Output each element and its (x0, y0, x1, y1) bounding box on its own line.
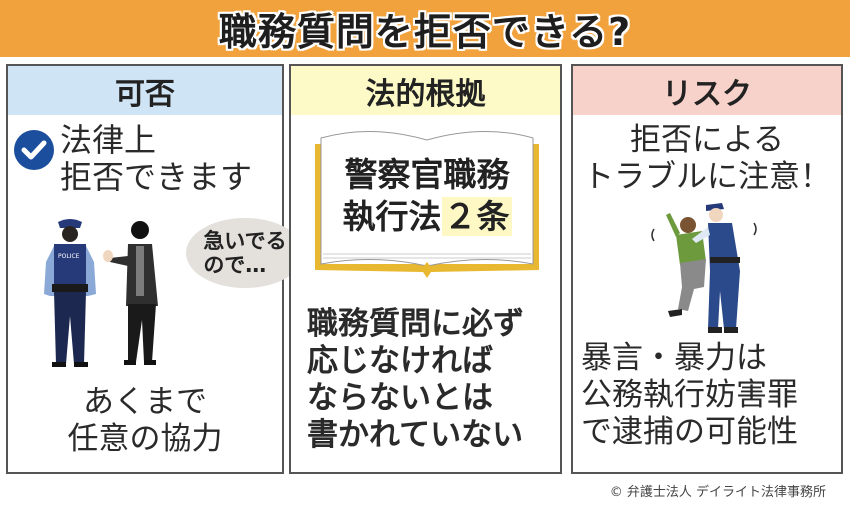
panel-heading: リスク (573, 66, 841, 115)
svg-text:POLICE: POLICE (58, 253, 80, 260)
consequence-text: 暴言・暴力は 公務執行妨害罪 で逮捕の可能性 (581, 340, 798, 451)
police-and-man-illustration: POLICE 急いでる ので… (36, 216, 304, 376)
warning-line: 拒否による (629, 122, 785, 158)
panel-risk: リスク 拒否による トラブルに注意！ 暴言・暴力は 公務執行妨害罪 で逮捕の可能… (571, 64, 843, 474)
open-book-illustration: 警察官職務 執行法２条 (311, 126, 543, 281)
body-text: 職務質問に必ず 応じなければ ならないとは 書かれていない (307, 306, 524, 454)
panel-legal-basis: 法的根拠 警察官職務 執行法２条 職務質問に必ず 応じなければ ならないとは 書… (289, 64, 562, 474)
speech-line: ので… (203, 253, 267, 277)
body-line: 応じなければ (307, 343, 493, 379)
book-title: 警察官職務 執行法２条 (311, 154, 543, 238)
speech-line: 急いでる (203, 229, 287, 253)
book-line: 警察官職務 (344, 155, 510, 194)
officer-restraining-illustration (648, 201, 773, 336)
consequence-line: 暴言・暴力は (581, 340, 767, 376)
panel-heading: 可否 (8, 66, 282, 115)
headline-line: 拒否できます (60, 158, 253, 196)
footer-line: あくまで (83, 384, 207, 420)
headline-line: 法律上 (60, 121, 157, 159)
consequence-line: で逮捕の可能性 (581, 414, 798, 450)
check-circle-icon (14, 130, 54, 170)
warning-line: トラブルに注意！ (583, 159, 831, 195)
warning-text: 拒否による トラブルに注意！ (573, 122, 841, 196)
body-line: ならないとは (307, 380, 493, 416)
footer-line: 任意の協力 (67, 421, 223, 457)
page-title: 職務質問を拒否できる? (218, 10, 632, 54)
headline: 法律上 拒否できます (14, 122, 252, 196)
body-line: 職務質問に必ず (307, 306, 524, 342)
speech-bubble: 急いでる ので… (186, 218, 304, 288)
panel-availability: 可否 法律上 拒否できます POLICE (6, 64, 304, 474)
article-highlight: ２条 (441, 197, 512, 236)
body-line: 書かれていない (307, 417, 524, 453)
panel-heading: 法的根拠 (291, 66, 560, 115)
book-line: 執行法 (342, 197, 442, 236)
title-banner: 職務質問を拒否できる? (0, 0, 850, 57)
copyright-credit: © 弁護士法人 デイライト法律事務所 (609, 485, 826, 500)
consequence-line: 公務執行妨害罪 (581, 377, 798, 413)
footer-text: あくまで 任意の協力 (8, 384, 282, 458)
